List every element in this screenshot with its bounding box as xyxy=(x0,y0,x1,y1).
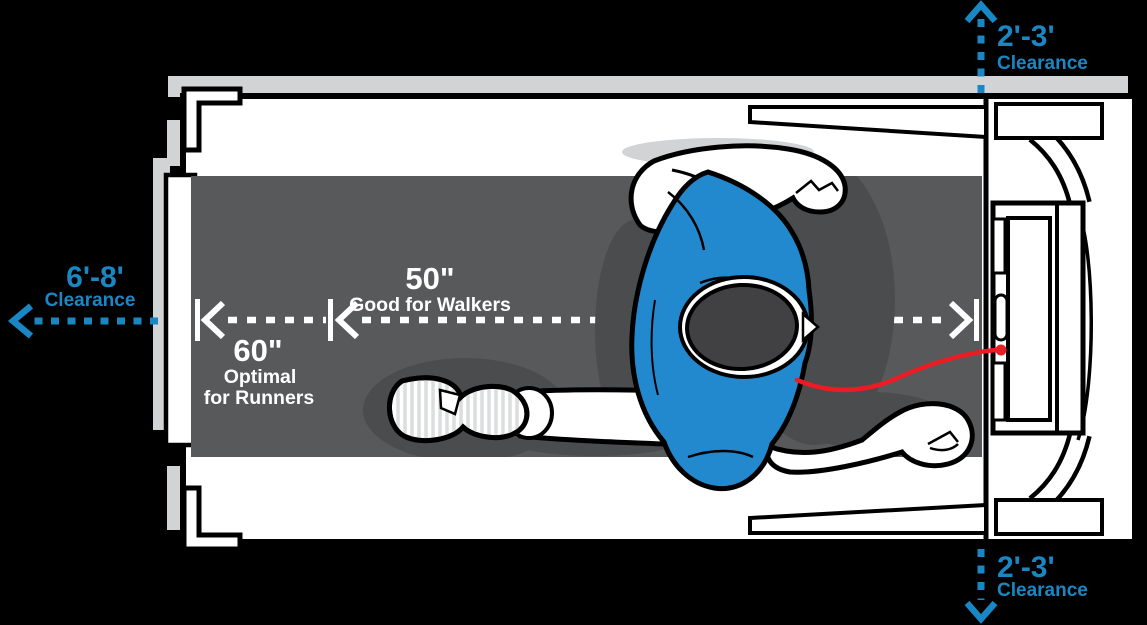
shirt-wrinkle-left xyxy=(650,299,659,396)
console-button-top xyxy=(991,217,1007,275)
console-crossbar-bottom xyxy=(994,498,1104,536)
clearance-bottom-value: 2'-3' xyxy=(997,551,1055,584)
side-rail-bottom xyxy=(748,502,988,535)
runner-figure xyxy=(363,138,975,492)
side-rail-top xyxy=(748,105,988,140)
measure-arrow-left-rear xyxy=(200,300,226,340)
clearance-bottom-arrow-icon xyxy=(964,549,998,624)
runner-length-label-line2: for Runners xyxy=(204,387,315,409)
runner-right-fist-details xyxy=(927,430,959,452)
measure-arrow-left-mid xyxy=(334,300,360,340)
rear-platform-edge xyxy=(163,172,198,448)
clearance-top-right: 2'-3' Clearance xyxy=(964,0,1088,93)
measure-tick-front xyxy=(974,299,979,341)
measure-tick-mid xyxy=(328,299,333,341)
shoe-arch-notch xyxy=(438,388,462,416)
runner-shoe xyxy=(387,375,530,444)
runner-length-label-line1: Optimal xyxy=(224,366,297,388)
measure-arrow-right-front xyxy=(948,300,974,340)
runner-right-arm xyxy=(764,401,975,475)
console-crossbar-top xyxy=(994,102,1104,140)
console-button-middle xyxy=(993,293,1009,342)
rear-endcap-bottom xyxy=(181,485,243,552)
console-display xyxy=(1006,216,1052,422)
runner-collar-point xyxy=(801,311,820,343)
clearance-left-label: Clearance xyxy=(45,290,136,311)
clearance-top-label: Clearance xyxy=(997,53,1088,74)
safety-cord-clip xyxy=(995,344,1007,356)
console-button-bottom xyxy=(991,361,1007,422)
clearance-left-arrow-icon xyxy=(7,303,158,339)
walker-length-label: Good for Walkers xyxy=(349,294,511,316)
clearance-bottom-right: 2'-3' Clearance xyxy=(964,549,1088,624)
runner-head xyxy=(685,282,799,372)
shirt-sleeve-seam xyxy=(667,191,706,251)
clearance-left-value: 6'-8' xyxy=(66,261,124,294)
clearance-bottom-label: Clearance xyxy=(997,580,1088,601)
runner-left-fist-details xyxy=(795,179,839,194)
safety-cord xyxy=(794,347,1001,393)
treadmill-front-assembly xyxy=(748,98,1104,540)
rear-endcap-top xyxy=(181,86,243,153)
clearance-left: 6'-8' Clearance xyxy=(7,261,158,339)
measure-tick-rear xyxy=(195,299,200,341)
runner-length-value: 60" xyxy=(233,333,282,368)
clearance-top-value: 2'-3' xyxy=(997,20,1055,53)
shirt-wrinkle-bottom xyxy=(687,449,754,459)
walker-length-value: 50" xyxy=(405,261,454,296)
clearance-top-arrow-icon xyxy=(964,0,998,93)
